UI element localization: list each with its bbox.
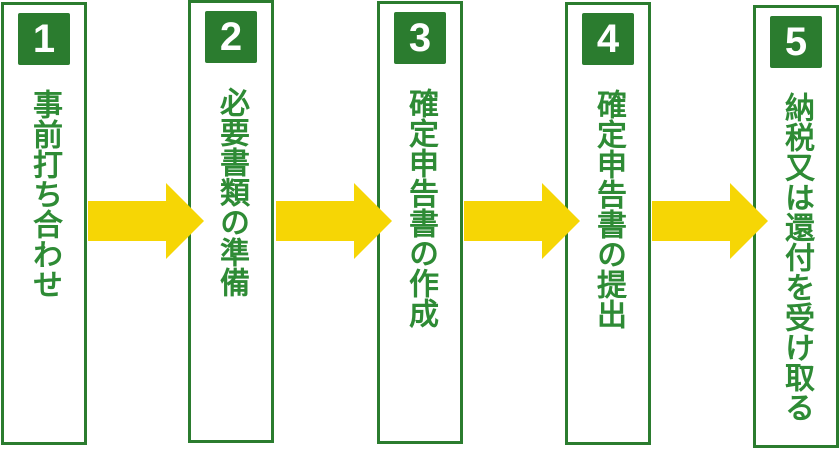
right-arrow-icon bbox=[88, 183, 204, 259]
flow-step-5: 5 納税又は還付を受け取る bbox=[753, 5, 839, 448]
step-number-badge: 4 bbox=[582, 13, 634, 65]
step-number-badge: 3 bbox=[394, 12, 446, 64]
step-number-badge: 5 bbox=[770, 16, 822, 68]
step-number-badge: 1 bbox=[18, 13, 70, 65]
step-label: 必要書類の準備 bbox=[215, 87, 248, 297]
step-number: 2 bbox=[219, 15, 243, 59]
flow-step-3: 3 確定申告書の作成 bbox=[377, 1, 463, 444]
right-arrow-icon bbox=[464, 183, 580, 259]
flow-step-4: 4 確定申告書の提出 bbox=[565, 2, 651, 445]
step-number-badge: 2 bbox=[205, 11, 257, 63]
step-label: 確定申告書の提出 bbox=[592, 89, 625, 329]
step-label: 納税又は還付を受け取る bbox=[780, 92, 813, 422]
right-arrow-icon bbox=[652, 183, 768, 259]
step-number: 1 bbox=[32, 17, 56, 61]
step-number: 3 bbox=[408, 16, 432, 60]
flow-step-1: 1 事前打ち合わせ bbox=[1, 2, 87, 445]
right-arrow-icon bbox=[276, 183, 392, 259]
step-label: 確定申告書の作成 bbox=[404, 88, 437, 328]
step-label: 事前打ち合わせ bbox=[28, 89, 61, 299]
step-number: 5 bbox=[784, 20, 808, 64]
step-number: 4 bbox=[596, 17, 620, 61]
